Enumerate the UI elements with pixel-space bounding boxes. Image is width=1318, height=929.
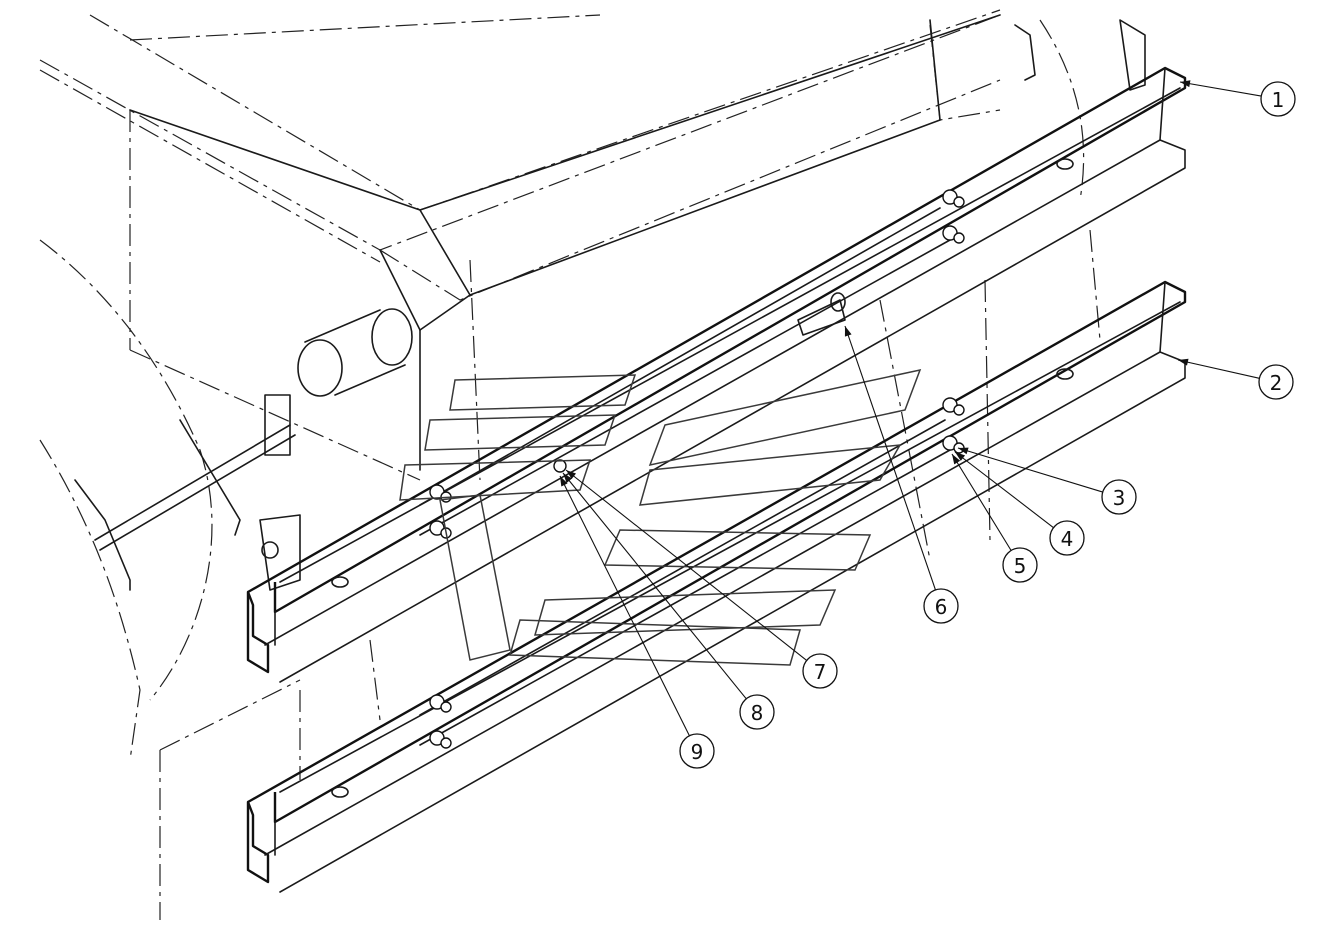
lower-guard-rail	[246, 280, 1187, 893]
callout-number-3: 3	[1113, 486, 1126, 510]
callout-circle-4	[1049, 520, 1085, 556]
leader-line-1	[1179, 81, 1262, 97]
callout-number-6: 6	[935, 595, 948, 619]
callout-circle-1	[1260, 81, 1296, 117]
callout-number-8: 8	[751, 701, 764, 725]
callout-number-7: 7	[814, 660, 827, 684]
leader-line-8	[562, 472, 747, 700]
tank-body	[129, 14, 1001, 471]
callout-number-9: 9	[691, 740, 704, 764]
callout-circle-9	[679, 733, 715, 769]
bolts	[429, 189, 965, 749]
mudflap-bracket	[74, 19, 1146, 591]
callout-number-4: 4	[1061, 527, 1074, 551]
callout-circle-6	[923, 588, 959, 624]
callout-circle-8	[739, 694, 775, 730]
callout-circle-3	[1101, 479, 1137, 515]
leader-arrowhead-9	[560, 476, 568, 487]
phantom-chassis	[39, 9, 1101, 920]
callout-circle-2	[1258, 364, 1294, 400]
leader-line-7	[565, 469, 808, 661]
callout-number-2: 2	[1270, 371, 1283, 395]
leader-line-6	[844, 325, 937, 591]
leader-arrowhead-4	[955, 452, 966, 461]
callout-number-1: 1	[1272, 88, 1285, 112]
leader-line-2	[1177, 359, 1260, 379]
watermark-logo	[399, 368, 922, 666]
leader-arrowhead-1	[1180, 80, 1191, 88]
filler-cap	[297, 308, 413, 397]
leader-arrowhead-5	[952, 454, 961, 465]
callout-circle-5	[1002, 547, 1038, 583]
callout-circle-7	[802, 653, 838, 689]
leader-arrowhead-8	[563, 473, 573, 483]
leader-arrowhead-7	[566, 470, 577, 479]
callout-number-5: 5	[1014, 554, 1027, 578]
leader-arrowhead-2	[1178, 358, 1189, 366]
leader-line-9	[559, 475, 690, 737]
leader-line-3	[957, 447, 1103, 493]
leader-arrowhead-3	[958, 447, 969, 455]
leader-line-5	[951, 453, 1012, 551]
center-bracket	[797, 292, 846, 336]
leader-arrowhead-6	[844, 326, 852, 337]
leader-line-4	[954, 451, 1054, 529]
callouts: 1 2 3 4 5 6 7 8 9	[559, 80, 1296, 769]
